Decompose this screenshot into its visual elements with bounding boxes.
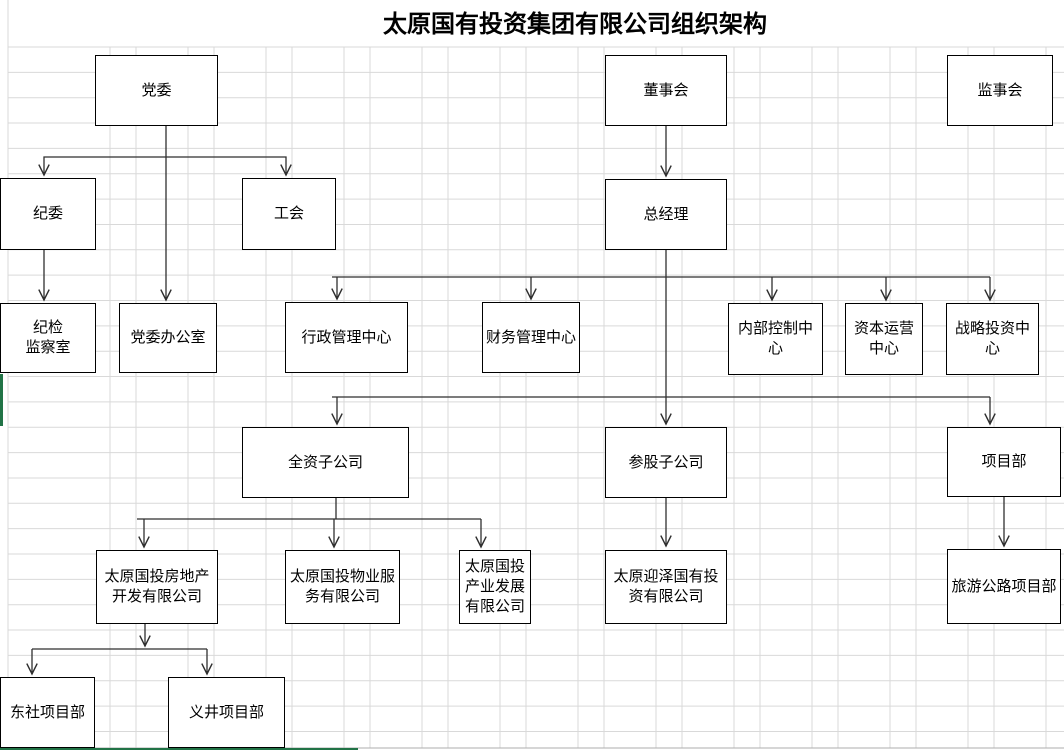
org-node-capital-operation-center[interactable]: 资本运营 中心 bbox=[845, 303, 923, 375]
org-node-label: 项目部 bbox=[981, 453, 1027, 471]
org-node-finance-management-center[interactable]: 财务管理中心 bbox=[482, 302, 580, 373]
org-node-label: 太原迎泽国有投 资有限公司 bbox=[613, 568, 719, 605]
org-node-label: 董事会 bbox=[643, 81, 689, 99]
org-node-label: 太原国投房地产 开发有限公司 bbox=[104, 568, 210, 605]
org-node-general-manager[interactable]: 总经理 bbox=[605, 179, 727, 250]
org-node-label: 太原国投 产业发展 有限公司 bbox=[464, 558, 525, 615]
org-node-label: 总经理 bbox=[643, 205, 689, 223]
chart-title: 太原国有投资集团有限公司组织架构 bbox=[383, 11, 767, 38]
org-node-label: 参股子公司 bbox=[628, 453, 704, 471]
org-node-label: 义井项目部 bbox=[188, 703, 264, 721]
org-node-admin-management-center[interactable]: 行政管理中心 bbox=[285, 302, 408, 373]
org-node-dongshe-project-department[interactable]: 东社项目部 bbox=[0, 677, 95, 748]
org-node-label: 纪检 监察室 bbox=[25, 319, 71, 356]
org-node-party-committee-office[interactable]: 党委办公室 bbox=[119, 303, 217, 373]
org-node-label: 监事会 bbox=[977, 81, 1023, 99]
org-node-label: 行政管理中心 bbox=[301, 328, 392, 346]
org-node-label: 纪委 bbox=[32, 205, 63, 223]
org-node-property-service-company[interactable]: 太原国投物业服 务有限公司 bbox=[285, 550, 400, 624]
org-node-label: 党委办公室 bbox=[130, 329, 206, 347]
org-node-label: 工会 bbox=[273, 205, 304, 223]
org-node-label: 内部控制中 心 bbox=[737, 320, 813, 357]
org-node-party-committee[interactable]: 党委 bbox=[95, 55, 218, 126]
excel-green-accent-left bbox=[0, 374, 3, 426]
connector-party-branch-to-union bbox=[166, 156, 286, 175]
connector-party-branch-to-discipline bbox=[44, 156, 166, 175]
org-node-wholly-owned-subsidiaries[interactable]: 全资子公司 bbox=[242, 427, 409, 498]
org-node-board-of-directors[interactable]: 董事会 bbox=[605, 55, 727, 126]
org-node-discipline-committee[interactable]: 纪委 bbox=[0, 178, 96, 250]
org-node-label: 东社项目部 bbox=[9, 703, 85, 721]
org-node-yingze-investment-company[interactable]: 太原迎泽国有投 资有限公司 bbox=[605, 550, 727, 624]
org-node-project-department[interactable]: 项目部 bbox=[947, 427, 1061, 497]
org-node-yijing-project-department[interactable]: 义井项目部 bbox=[168, 677, 285, 748]
org-node-label: 战略投资中 心 bbox=[954, 320, 1030, 357]
excel-green-accent-bottom bbox=[0, 748, 358, 750]
org-node-internal-control-center[interactable]: 内部控制中 心 bbox=[728, 303, 823, 375]
org-node-discipline-inspection-office[interactable]: 纪检 监察室 bbox=[0, 303, 96, 373]
org-node-real-estate-company[interactable]: 太原国投房地产 开发有限公司 bbox=[96, 550, 218, 624]
org-node-strategic-investment-center[interactable]: 战略投资中 心 bbox=[946, 303, 1039, 375]
org-node-industry-development-company[interactable]: 太原国投 产业发展 有限公司 bbox=[459, 550, 531, 624]
org-node-label: 太原国投物业服 务有限公司 bbox=[289, 568, 395, 605]
org-node-label: 旅游公路项目部 bbox=[951, 577, 1057, 595]
org-node-board-of-supervisors[interactable]: 监事会 bbox=[947, 55, 1053, 126]
org-node-label: 资本运营 中心 bbox=[853, 320, 914, 357]
org-node-equity-participation-subsidiaries[interactable]: 参股子公司 bbox=[605, 427, 727, 498]
org-node-tourism-highway-project-department[interactable]: 旅游公路项目部 bbox=[947, 549, 1061, 624]
org-node-label: 全资子公司 bbox=[287, 453, 363, 471]
org-node-label: 党委 bbox=[141, 81, 172, 99]
org-node-labor-union[interactable]: 工会 bbox=[242, 178, 336, 250]
org-node-label: 财务管理中心 bbox=[485, 328, 576, 346]
